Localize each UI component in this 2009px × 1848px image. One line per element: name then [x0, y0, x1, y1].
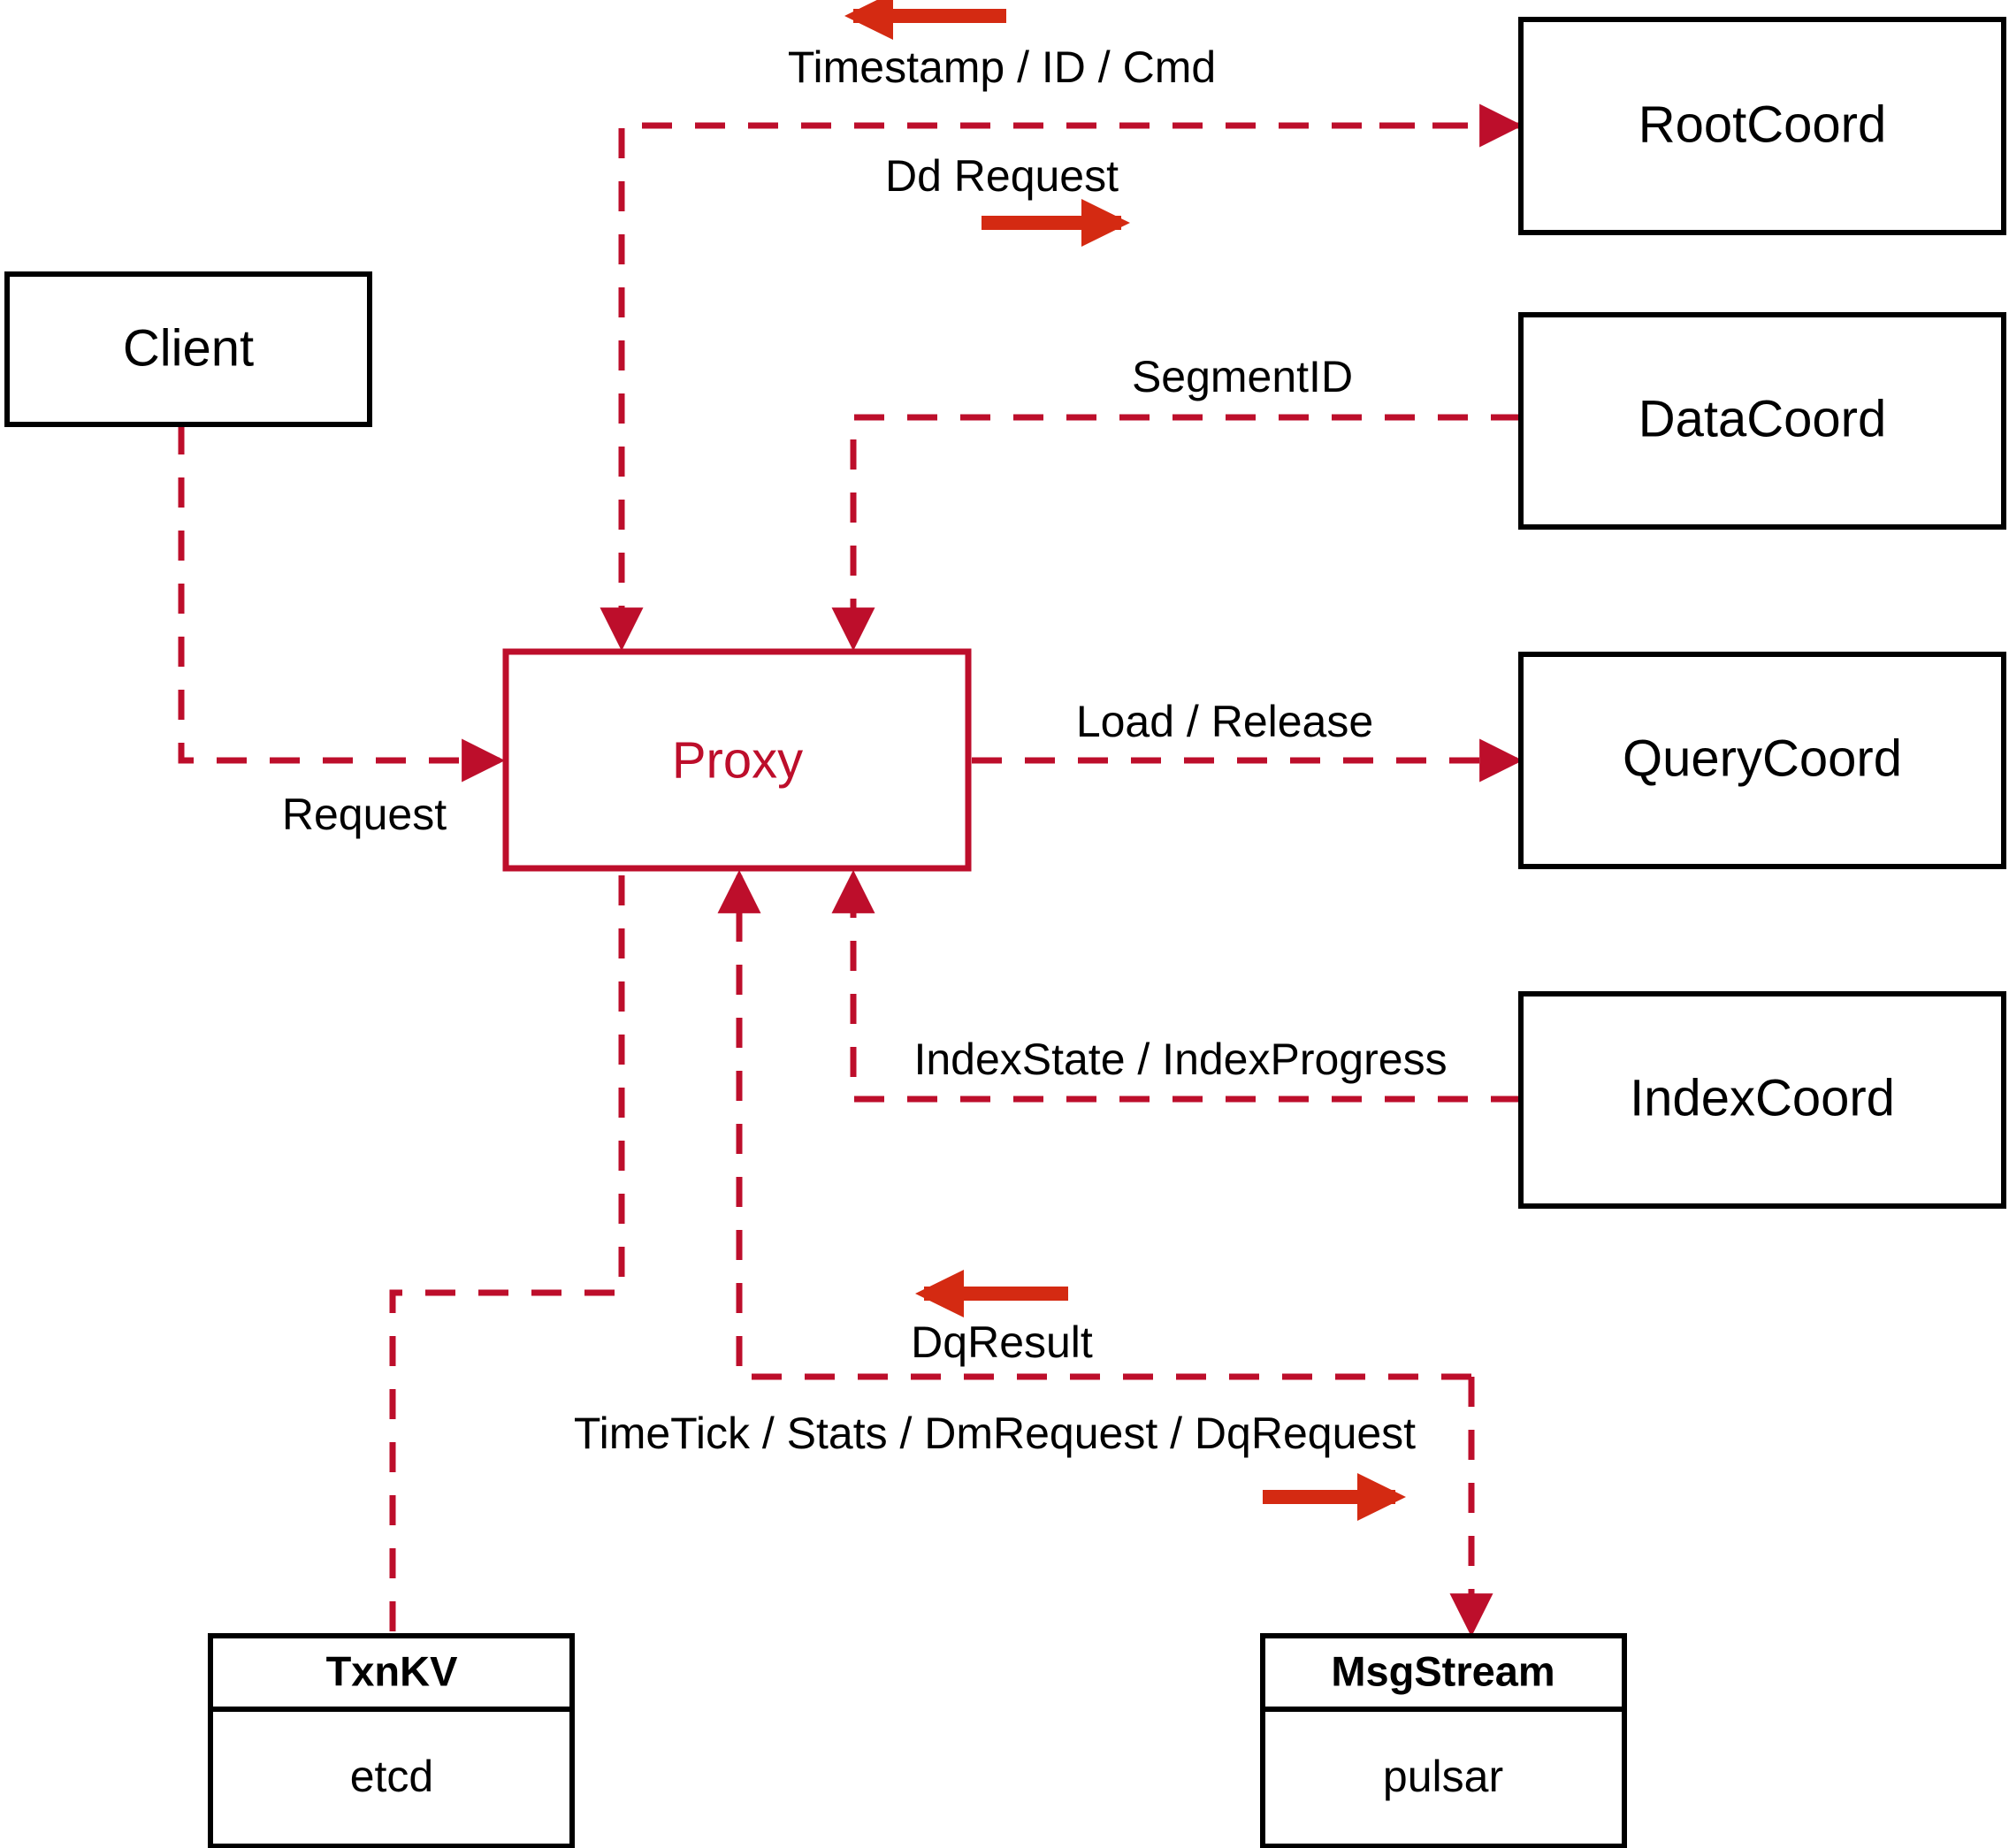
direction-arrow-dqresult	[915, 1270, 1068, 1317]
node-client-label: Client	[123, 319, 254, 377]
node-txnkv-title: TxnKV	[326, 1647, 459, 1694]
edge-label-timetick-stats-dm-dq: TimeTick / Stats / DmRequest / DqRequest	[574, 1409, 1416, 1458]
node-querycoord[interactable]: QueryCoord	[1518, 652, 2006, 869]
node-client[interactable]: Client	[4, 271, 372, 427]
node-msgstream-impl: pulsar	[1383, 1752, 1503, 1801]
edge-label-segment-id: SegmentID	[1132, 352, 1353, 401]
edge-datacoord-to-proxy	[831, 414, 1521, 652]
node-querycoord-label: QueryCoord	[1623, 729, 1902, 787]
edge-msgstream-to-proxy	[717, 869, 1471, 1380]
node-rootcoord-label: RootCoord	[1639, 95, 1886, 153]
edge-label-dq-result: DqResult	[911, 1317, 1093, 1367]
edge-rootcoord-to-proxy	[600, 122, 1521, 652]
edge-label-dd-request: Dd Request	[885, 151, 1119, 201]
direction-arrow-timestamp	[844, 0, 1006, 40]
node-proxy[interactable]: Proxy	[502, 648, 972, 872]
node-msgstream-title: MsgStream	[1331, 1647, 1554, 1694]
direction-arrow-dd-request	[982, 199, 1130, 247]
node-proxy-label: Proxy	[672, 731, 803, 789]
node-indexcoord[interactable]: IndexCoord	[1518, 991, 2006, 1209]
edge-client-to-proxy	[178, 424, 506, 783]
node-datacoord-label: DataCoord	[1639, 390, 1886, 447]
node-rootcoord[interactable]: RootCoord	[1518, 17, 2006, 235]
node-indexcoord-label: IndexCoord	[1630, 1069, 1895, 1126]
edge-label-load-release: Load / Release	[1076, 697, 1373, 746]
direction-arrow-timetick	[1263, 1473, 1406, 1521]
node-msgstream[interactable]: MsgStream pulsar	[1260, 1633, 1627, 1848]
edge-label-indexstate-indexprogress: IndexState / IndexProgress	[913, 1035, 1447, 1084]
node-txnkv[interactable]: TxnKV etcd	[208, 1633, 575, 1848]
edge-label-timestamp-id-cmd: Timestamp / ID / Cmd	[788, 42, 1216, 92]
edge-proxy-to-txnkv	[389, 875, 625, 1636]
edge-indexcoord-to-proxy	[831, 869, 1521, 1103]
node-txnkv-impl: etcd	[350, 1752, 434, 1801]
edge-label-request: Request	[282, 790, 447, 839]
node-datacoord[interactable]: DataCoord	[1518, 312, 2006, 530]
